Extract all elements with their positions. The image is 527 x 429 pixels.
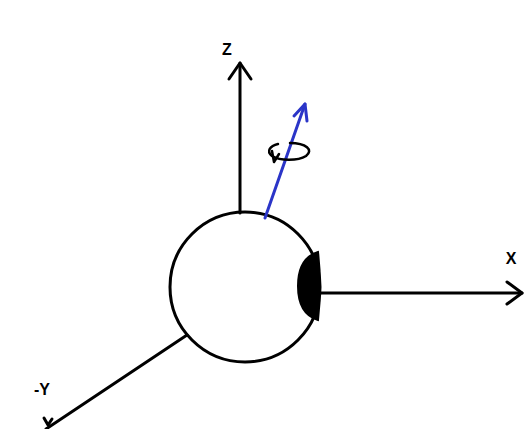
y-axis-label: -Y [34,382,50,398]
eyeball [170,212,320,362]
y-arrow-tip [44,418,52,425]
z-arrowhead [229,63,251,79]
rotation-axis [265,104,305,218]
pupil [298,252,320,320]
rotation-arc [269,143,309,160]
z-axis [239,63,242,213]
rotation-axis-arrowhead [294,104,307,121]
y-axis [46,335,187,429]
z-axis-label: Z [222,42,232,58]
rotation-arrowhead [272,151,279,162]
x-axis-label: X [506,251,517,267]
x-axis [320,292,522,295]
x-arrowhead [507,282,522,304]
